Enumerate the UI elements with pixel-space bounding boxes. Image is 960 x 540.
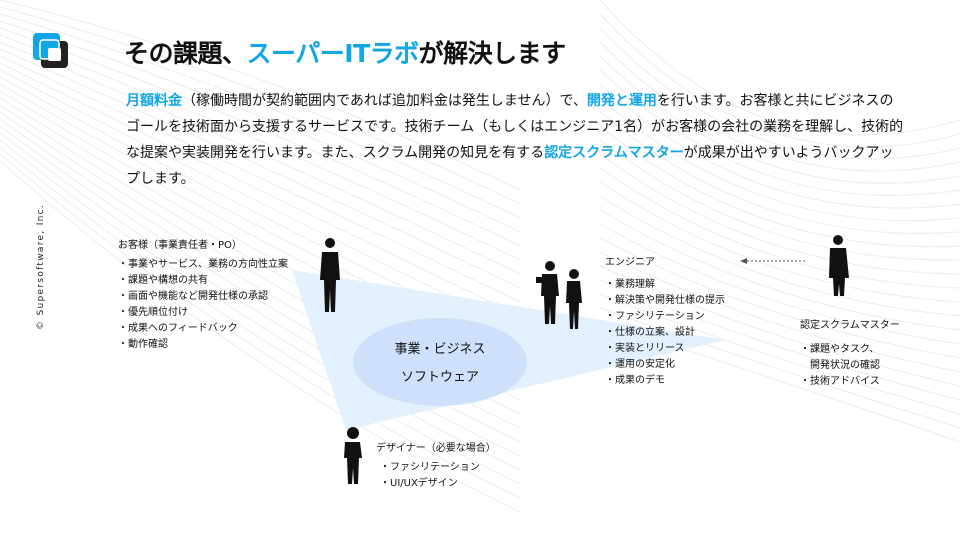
wave-line	[599, 153, 960, 275]
wave-line	[599, 167, 960, 289]
list-item: 仕様の立案、設計	[605, 325, 725, 341]
list-item: 開発状況の確認	[810, 360, 880, 371]
desc-segment: 開発と運用	[586, 93, 657, 109]
wave-line	[0, 69, 521, 331]
wave-line	[0, 48, 521, 289]
list-item: 技術アドバイス	[800, 374, 900, 390]
wave-line	[0, 6, 521, 205]
wave-line	[0, 34, 521, 261]
page-title: その課題、スーパーITラボが解決します	[124, 34, 566, 70]
wave-line	[599, 195, 960, 317]
list-item: 成果へのフィードバック	[118, 321, 288, 337]
list-item: 成果のデモ	[605, 373, 725, 389]
wave-line	[599, 97, 960, 222]
desc-segment: 認定スクラムマスター	[544, 145, 684, 161]
wave-line	[599, 83, 960, 209]
scrum-master-silhouette-icon	[829, 235, 849, 296]
wave-line	[0, 27, 521, 247]
wave-line	[599, 223, 960, 345]
scrum-master-heading: 認定スクラムマスター	[800, 320, 900, 331]
customer-roles: お客様（事業責任者・PO） 事業やサービス、業務の方向性立案課題や構想の共有画面…	[118, 238, 288, 353]
list-item: ファシリテーション	[380, 460, 496, 476]
wave-line	[0, 55, 521, 303]
arrow-head-icon	[740, 258, 747, 264]
wave-line	[0, 13, 521, 219]
title-post: が解決します	[418, 39, 567, 68]
list-item: 画面や機能など開発仕様の承認	[118, 289, 288, 305]
engineer-roles: エンジニア 業務理解解決策や開発仕様の提示ファシリテーション仕様の立案、設計実装…	[605, 255, 725, 389]
designer-roles: デザイナー（必要な場合） ファシリテーションUI/UXデザイン	[376, 441, 496, 492]
customer-heading: お客様（事業責任者・PO）	[118, 240, 242, 251]
description-paragraph: 月額料金（稼働時間が契約範囲内であれば追加料金は発生しません）で、開発と運用を行…	[126, 88, 906, 192]
title-pre: その課題、	[124, 39, 247, 68]
engineer2-silhouette-icon	[566, 269, 582, 329]
center-line-software: ソフトウェア	[400, 370, 479, 385]
wave-line	[0, 41, 521, 275]
designer-heading: デザイナー（必要な場合）	[376, 443, 496, 454]
list-item: 課題や構想の共有	[118, 273, 288, 289]
engineer-heading: エンジニア	[605, 257, 655, 268]
desc-segment: （稼働時間が契約範囲内であれば追加料金は発生しません）で、	[182, 93, 587, 109]
list-item: 動作確認	[118, 337, 288, 353]
list-item: 解決策や開発仕様の提示	[605, 293, 725, 309]
desc-segment: を行います。お客様と共にビジネスのゴールを技術面から支援するサービスです。技術チ…	[126, 93, 904, 161]
wave-line	[599, 0, 960, 136]
wave-line	[599, 237, 960, 359]
wave-line	[0, 0, 521, 191]
wave-line	[599, 125, 960, 248]
designer-silhouette-icon	[344, 427, 362, 484]
wave-line	[599, 181, 960, 303]
list-item: 実装とリリース	[605, 341, 725, 357]
wave-line	[0, 62, 521, 317]
list-item: 課題やタスク、	[800, 342, 900, 358]
scrum-master-roles: 認定スクラムマスター 課題やタスク、開発状況の確認技術アドバイス	[800, 318, 900, 390]
desc-segment: 月額料金	[126, 93, 182, 109]
center-label: 事業・ビジネス ソフトウェア	[355, 336, 525, 392]
wave-line	[0, 20, 521, 233]
list-item: 業務理解	[605, 277, 725, 293]
desc-segment: が成果が出やすいようバックアップします。	[126, 145, 894, 187]
wave-line	[599, 55, 960, 184]
wave-line	[599, 13, 960, 148]
list-item: 運用の安定化	[605, 357, 725, 373]
list-item: 優先順位付け	[118, 305, 288, 321]
supersoftware-logo	[33, 33, 68, 68]
wave-line	[599, 27, 960, 160]
center-line-business: 事業・ビジネス	[394, 342, 486, 357]
list-item: 事業やサービス、業務の方向性立案	[118, 257, 288, 273]
wave-line	[599, 41, 960, 172]
wave-line	[599, 111, 960, 235]
wave-line	[599, 209, 960, 331]
title-accent: スーパーITラボ	[246, 39, 420, 68]
wave-line	[599, 139, 960, 261]
wave-line	[599, 251, 960, 373]
wave-line	[599, 69, 960, 197]
list-item: UI/UXデザイン	[380, 476, 496, 492]
customer-silhouette-icon	[320, 238, 340, 312]
list-item: ファシリテーション	[605, 309, 725, 325]
engineer-silhouette-icon	[536, 261, 559, 324]
business-ellipse	[353, 318, 527, 406]
